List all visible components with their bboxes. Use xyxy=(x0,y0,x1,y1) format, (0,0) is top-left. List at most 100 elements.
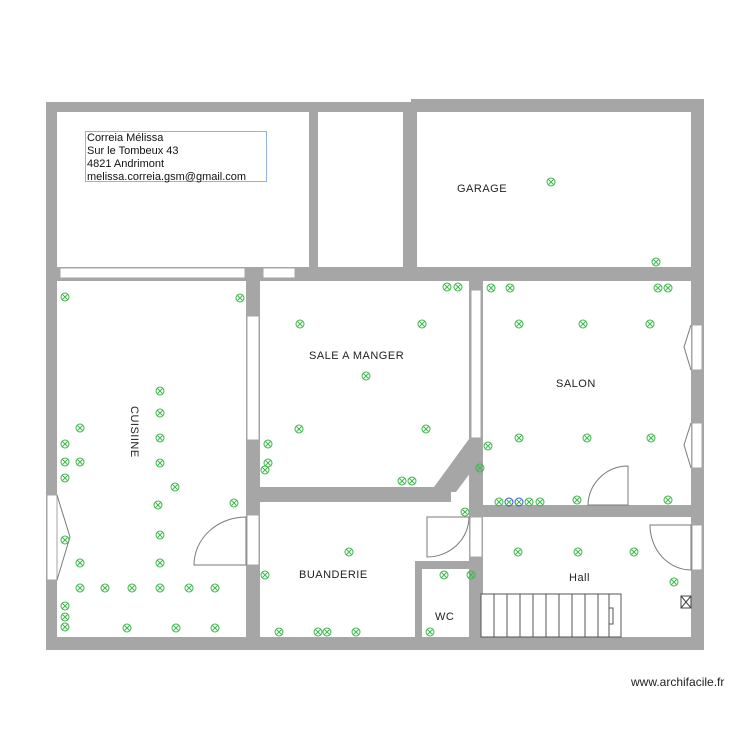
owner-info-box: Correia Mélissa Sur le Tombeux 43 4821 A… xyxy=(85,131,267,183)
outlet-icon xyxy=(397,476,407,486)
outlet-icon xyxy=(184,583,194,593)
room-label-hall: Hall xyxy=(569,572,590,584)
outlet-icon xyxy=(122,623,132,633)
room-label-cuisine: CUISIINE xyxy=(128,406,140,458)
outlet-icon xyxy=(295,319,305,329)
outlet-icon xyxy=(351,627,361,637)
window-icon xyxy=(59,267,246,279)
outlet-icon xyxy=(514,497,524,507)
outlet-icon xyxy=(524,497,534,507)
outlet-icon xyxy=(60,457,70,467)
door-swing-icon xyxy=(587,465,629,506)
outlet-icon xyxy=(361,371,371,381)
door-swing-icon xyxy=(426,516,470,558)
outlet-icon xyxy=(210,623,220,633)
window-icon xyxy=(469,516,483,558)
outlet-icon xyxy=(127,583,137,593)
outlet-icon xyxy=(514,433,524,443)
outlet-icon xyxy=(442,282,452,292)
outlet-icon xyxy=(417,319,427,329)
outlet-icon xyxy=(453,282,463,292)
outlet-icon xyxy=(535,497,545,507)
outlet-icon xyxy=(60,601,70,611)
outlet-icon xyxy=(407,476,417,486)
window-icon xyxy=(246,315,260,441)
outlet-icon xyxy=(439,570,449,580)
window-icon xyxy=(246,514,260,566)
outlet-icon xyxy=(645,319,655,329)
outlet-icon xyxy=(100,583,110,593)
room-label-buanderie: BUANDERIE xyxy=(299,569,368,581)
outlet-icon xyxy=(505,283,515,293)
window-icon xyxy=(691,324,703,371)
outlet-icon xyxy=(653,283,663,293)
outlet-icon xyxy=(578,319,588,329)
outlet-icon xyxy=(669,577,679,587)
electrical-symbols xyxy=(60,177,679,637)
outlet-icon xyxy=(294,424,304,434)
owner-name: Correia Mélissa xyxy=(87,132,164,144)
window-icon xyxy=(46,494,58,581)
outlet-icon xyxy=(651,257,661,267)
outlet-icon xyxy=(504,497,514,507)
outlet-icon xyxy=(263,439,273,449)
outlet-icon xyxy=(425,627,435,637)
staircase-icon xyxy=(480,593,622,638)
outlet-icon xyxy=(60,612,70,622)
outlet-icon xyxy=(322,627,332,637)
outlet-icon xyxy=(513,547,523,557)
outlet-icon xyxy=(60,535,70,545)
outlet-icon xyxy=(546,177,556,187)
outlet-icon xyxy=(646,433,656,443)
window-icon xyxy=(262,267,296,279)
room-label-garage: GARAGE xyxy=(457,183,507,195)
window-icon xyxy=(691,524,703,571)
outlet-icon xyxy=(475,463,485,473)
outlet-icon xyxy=(260,570,270,580)
owner-city: 4821 Andrimont xyxy=(87,158,165,170)
outlet-icon xyxy=(75,583,85,593)
outlet-icon xyxy=(60,439,70,449)
window-icon xyxy=(691,422,703,469)
outlet-icon xyxy=(155,433,165,443)
outlet-icon xyxy=(155,386,165,396)
window-icon xyxy=(470,289,482,439)
watermark: www.archifacile.fr xyxy=(631,675,725,689)
outlet-icon xyxy=(235,293,245,303)
outlet-icon xyxy=(60,292,70,302)
outlet-icon xyxy=(155,583,165,593)
doors xyxy=(56,324,692,581)
outlet-icon xyxy=(514,319,524,329)
outlet-icon xyxy=(421,424,431,434)
outlet-icon xyxy=(60,473,70,483)
outlet-icon xyxy=(494,497,504,507)
outlet-icon xyxy=(274,627,284,637)
outlet-icon xyxy=(60,622,70,632)
room-label-salle-a-manger: SALE A MANGER xyxy=(309,350,404,362)
outlet-icon xyxy=(460,507,470,517)
outlet-icon xyxy=(663,283,673,293)
outlet-icon xyxy=(75,558,85,568)
outlet-icon xyxy=(155,408,165,418)
outlet-icon xyxy=(486,283,496,293)
windows xyxy=(46,267,703,581)
outlet-icon xyxy=(573,547,583,557)
outlet-icon xyxy=(572,495,582,505)
room-label-salon: SALON xyxy=(556,378,596,390)
outlet-icon xyxy=(210,583,220,593)
owner-email: melissa.correia.gsm@gmail.com xyxy=(87,171,247,183)
outlet-icon xyxy=(170,482,180,492)
outlet-icon xyxy=(75,457,85,467)
outlet-icon xyxy=(171,623,181,633)
outlet-icon xyxy=(629,547,639,557)
door-swing-icon xyxy=(649,524,692,571)
outlet-icon xyxy=(153,500,163,510)
outlet-icon xyxy=(229,498,239,508)
outlet-icon xyxy=(313,627,323,637)
outlet-icon xyxy=(483,441,493,451)
outlet-icon xyxy=(663,495,673,505)
owner-street: Sur le Tombeux 43 xyxy=(87,145,179,157)
outlet-icon xyxy=(466,570,476,580)
door-swing-icon xyxy=(193,516,247,566)
